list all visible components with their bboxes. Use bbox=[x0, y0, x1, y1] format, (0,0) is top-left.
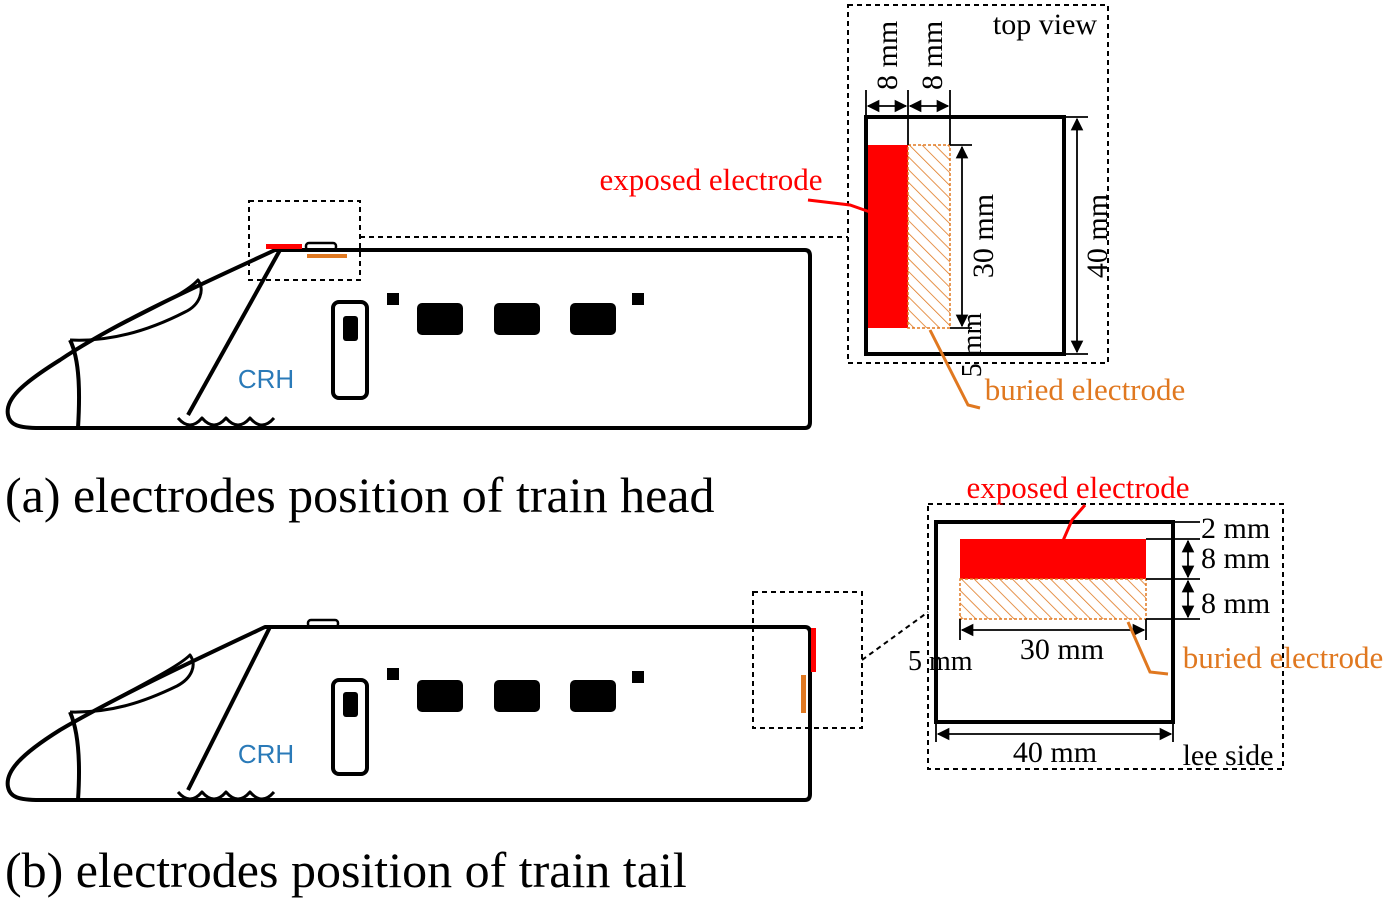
tail-zoom-connector bbox=[861, 611, 929, 661]
tail-exposed-electrode-mark bbox=[811, 628, 816, 672]
train-a-door bbox=[331, 300, 369, 400]
head-sensor-bump bbox=[304, 241, 338, 252]
inset-a-exposed-label: exposed electrode bbox=[600, 162, 823, 197]
train-a-nose-line bbox=[68, 339, 82, 429]
inset-a-frame bbox=[847, 4, 1109, 364]
inset-b-exposed-label: exposed electrode bbox=[967, 470, 1190, 505]
train-a-logo: CRH bbox=[238, 364, 294, 394]
inset-a-buried-electrode bbox=[907, 144, 951, 329]
inset-a-dim-exposed-width: 8 mm bbox=[871, 21, 904, 90]
train-b-windows bbox=[343, 668, 644, 717]
inset-a-buried-leader bbox=[928, 329, 981, 410]
inset-a-exposed-leader bbox=[807, 198, 871, 214]
head-exposed-electrode-mark bbox=[266, 244, 302, 249]
train-tail bbox=[5, 618, 812, 802]
inset-b-dim-offset: 5 mm bbox=[908, 646, 973, 677]
train-head bbox=[5, 248, 812, 430]
inset-a-exposed-electrode bbox=[868, 145, 908, 328]
inset-a-plate bbox=[864, 115, 1066, 356]
inset-b-dim-electrode-length: 30 mm bbox=[1020, 633, 1104, 666]
inset-b-dim-plate-length: 40 mm bbox=[1013, 736, 1097, 769]
train-a-windows bbox=[343, 293, 644, 341]
inset-b-buried-label: buried electrode bbox=[1183, 640, 1384, 675]
inset-a-buried-label: buried electrode bbox=[985, 372, 1186, 407]
inset-b-frame bbox=[927, 503, 1284, 770]
train-b-roof-bump bbox=[306, 618, 340, 629]
train-b-door bbox=[331, 678, 369, 776]
train-a-body bbox=[5, 248, 812, 430]
train-a-cab-line bbox=[186, 249, 282, 416]
tail-buried-electrode-mark bbox=[801, 675, 806, 713]
inset-b-dim-top-gap: 2 mm bbox=[1201, 512, 1270, 545]
panel-b-caption: (b) electrodes position of train tail bbox=[5, 842, 687, 898]
inset-a-dim-buried-width: 8 mm bbox=[916, 21, 949, 90]
inset-b-dim-exposed-width: 8 mm bbox=[1201, 542, 1270, 575]
train-b-logo: CRH bbox=[238, 739, 294, 769]
head-buried-electrode-mark bbox=[307, 254, 347, 258]
inset-a-dim-electrode-length: 30 mm bbox=[967, 194, 1000, 278]
tail-zoom-box bbox=[752, 591, 863, 729]
inset-b-buried-electrode bbox=[959, 578, 1147, 620]
head-zoom-box bbox=[248, 200, 361, 281]
inset-b-dim-buried-width: 8 mm bbox=[1201, 587, 1270, 620]
train-b-nose-line bbox=[68, 711, 82, 801]
train-b-window-arc bbox=[59, 653, 195, 732]
train-b-body bbox=[5, 625, 812, 802]
inset-a-dim-lines bbox=[865, 90, 1088, 355]
train-a-window-arc bbox=[59, 278, 203, 362]
inset-a-dim-plate-length: 40 mm bbox=[1081, 194, 1114, 278]
inset-a-dim-offset: 5 mm bbox=[957, 313, 988, 378]
train-b-bogie bbox=[176, 790, 276, 801]
panel-a-caption: (a) electrodes position of train head bbox=[5, 467, 714, 523]
inset-b-buried-leader bbox=[1126, 621, 1169, 676]
inset-a-view-label: top view bbox=[993, 8, 1097, 41]
inset-b-view-label: lee side bbox=[1183, 739, 1274, 772]
inset-b-dim-lines bbox=[935, 521, 1200, 742]
inset-b-exposed-leader bbox=[1060, 504, 1087, 544]
train-b-cab-line bbox=[186, 626, 272, 791]
inset-b-exposed-electrode bbox=[960, 539, 1146, 579]
train-a-bogie bbox=[176, 416, 276, 427]
inset-b-plate bbox=[934, 520, 1175, 724]
